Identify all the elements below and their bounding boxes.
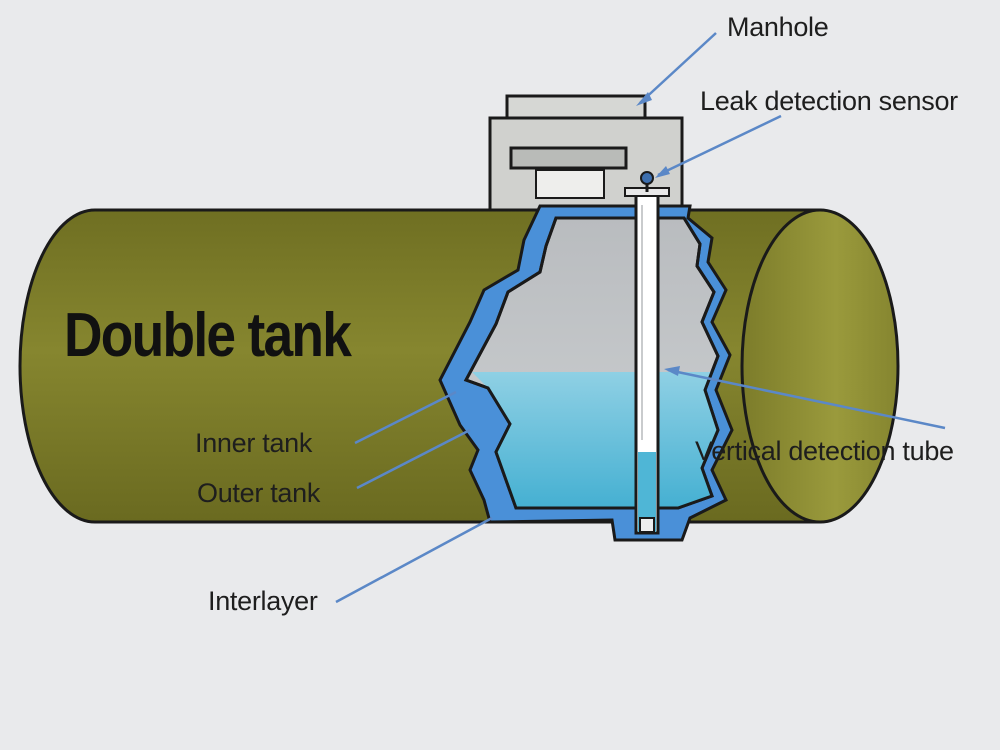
label-outer-tank: Outer tank [197,478,321,508]
leader-lines [335,32,946,604]
manhole-housing [488,94,684,212]
diagram-title: Double tank [64,301,352,370]
label-vertical-detection-tube: Vertical detection tube [695,436,954,466]
label-inner-tank: Inner tank [195,428,313,458]
vertical-detection-tube [624,187,670,535]
label-interlayer: Interlayer [208,586,318,616]
label-leak-detection-sensor: Leak detection sensor [700,86,958,116]
leader-arrowheads [636,92,680,376]
label-manhole: Manhole [727,12,829,42]
leak-detection-sensor [640,171,654,192]
